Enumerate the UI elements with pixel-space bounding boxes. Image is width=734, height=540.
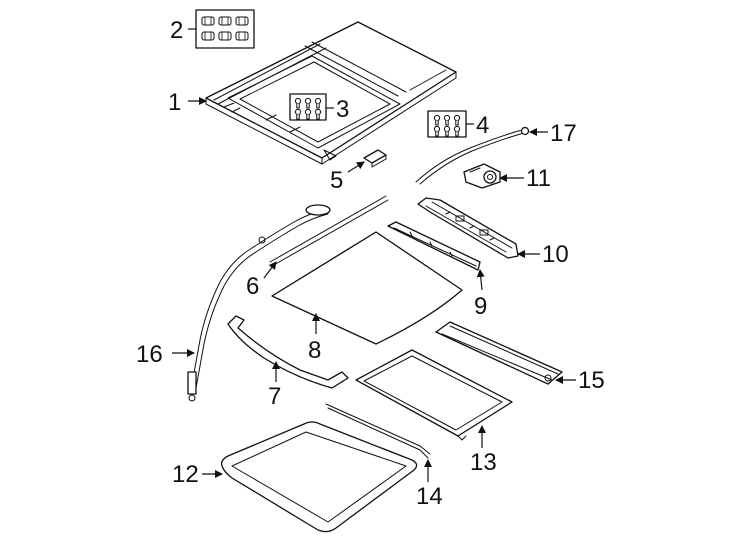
drive-cable — [187, 204, 331, 402]
drain-hose — [415, 126, 530, 185]
callout-16: 16 — [136, 341, 163, 368]
sunroof-motor — [463, 163, 501, 189]
callout-9: 9 — [474, 293, 487, 320]
callout-2: 2 — [170, 17, 183, 44]
screws-kit-3 — [289, 93, 327, 121]
sunroof-frame-assembly — [205, 21, 457, 165]
callout-17: 17 — [550, 120, 577, 147]
leader-9 — [476, 269, 485, 291]
trim-seal-strip — [325, 403, 431, 459]
front-frame-rail — [417, 197, 519, 259]
callout-8: 8 — [308, 337, 321, 364]
callout-12: 12 — [172, 461, 199, 488]
callout-15: 15 — [578, 367, 605, 394]
seal-strip — [269, 195, 389, 267]
callout-4: 4 — [476, 112, 489, 139]
screws-kit-4 — [427, 110, 467, 138]
shade-roller-housing — [435, 321, 563, 385]
callout-3: 3 — [336, 96, 349, 123]
wind-deflector — [387, 221, 481, 271]
callout-14: 14 — [416, 483, 443, 510]
callout-6: 6 — [246, 273, 259, 300]
stopper-block — [363, 149, 387, 168]
weatherstrip-seal — [220, 421, 418, 533]
leader-6 — [263, 261, 277, 279]
callout-5: 5 — [330, 167, 343, 194]
sunshade-frame — [355, 349, 513, 441]
callout-labels: 1 2 3 4 5 6 7 8 9 10 11 12 13 14 15 16 1… — [136, 17, 605, 510]
clips-kit — [195, 9, 255, 49]
leaders — [172, 28, 576, 482]
callout-13: 13 — [470, 449, 497, 476]
callout-7: 7 — [268, 383, 281, 410]
seal-channel — [227, 315, 349, 389]
callout-1: 1 — [168, 89, 181, 116]
callout-11: 11 — [526, 165, 551, 192]
callout-10: 10 — [542, 241, 569, 268]
leader-5 — [347, 161, 365, 173]
